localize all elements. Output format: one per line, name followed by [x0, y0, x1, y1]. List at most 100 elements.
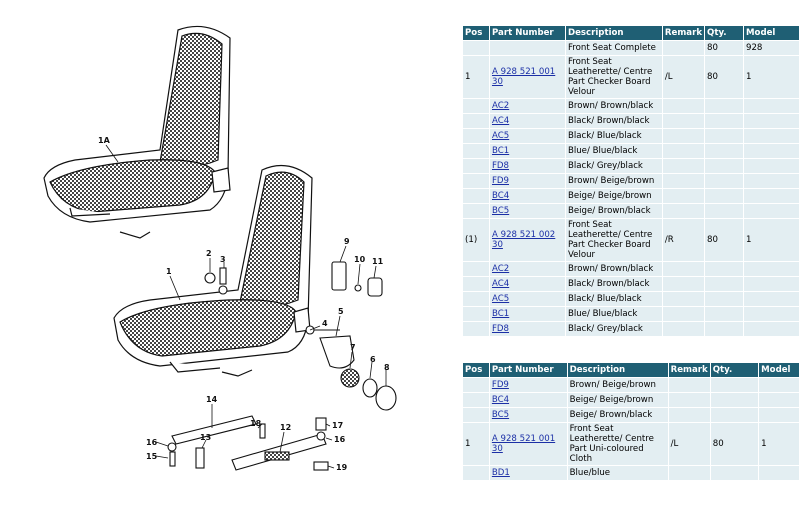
- cell-qty: [705, 174, 743, 188]
- col-header-qty: Qty.: [705, 26, 743, 40]
- cell-remark: [662, 174, 705, 188]
- part-number-link[interactable]: BC5: [491, 410, 510, 420]
- cell-remark: [662, 144, 705, 158]
- cell-model: [744, 322, 799, 336]
- cell-pos: [463, 262, 489, 276]
- cell-qty: [710, 466, 759, 480]
- cell-remark: [668, 378, 710, 392]
- cell-description: Front Seat Leatherette/ Centre Part Uni-…: [567, 423, 668, 465]
- parts-table-1: Pos Part Number Description Remark Qty. …: [462, 25, 800, 337]
- table-row: BC5 Beige/ Brown/black: [463, 204, 799, 218]
- col-header-pos: Pos: [463, 363, 489, 377]
- callout-3: 3: [220, 255, 226, 264]
- part-number-link[interactable]: FD9: [491, 176, 510, 186]
- part-number-link[interactable]: AC5: [491, 131, 510, 141]
- cell-pos: [463, 322, 489, 336]
- cell-model: [759, 378, 799, 392]
- cell-remark: [668, 466, 710, 480]
- part-number-link[interactable]: BC1: [491, 309, 510, 319]
- cell-part-number: AC2: [489, 262, 565, 276]
- cell-remark: /L: [668, 423, 710, 465]
- seat-1a-illustration: [43, 25, 231, 239]
- part-number-link[interactable]: AC4: [491, 279, 510, 289]
- cell-qty: [710, 408, 759, 422]
- part-number-link[interactable]: BD1: [491, 468, 510, 478]
- cell-pos: [463, 174, 489, 188]
- cell-description: Front Seat Leatherette/ Centre Part Chec…: [565, 56, 662, 98]
- table-row: FD9 Brown/ Beige/brown: [463, 378, 799, 392]
- callout-5: 5: [338, 307, 344, 316]
- cell-description: Blue/blue: [567, 466, 668, 480]
- cell-model: [759, 408, 799, 422]
- part-number-link[interactable]: BC1: [491, 146, 510, 156]
- part-number-link[interactable]: A 928 521 001 30: [491, 67, 556, 87]
- callout-13: 13: [200, 433, 211, 442]
- callout-15: 15: [146, 452, 158, 461]
- part-number-link[interactable]: A 928 521 002 30: [491, 230, 556, 250]
- part-number-link[interactable]: AC4: [491, 116, 510, 126]
- cell-model: [744, 99, 799, 113]
- col-header-remark: Remark: [662, 26, 705, 40]
- callout-9: 9: [344, 237, 350, 246]
- part-number-link[interactable]: A 928 521 001 30: [491, 434, 556, 454]
- cell-pos: [463, 99, 489, 113]
- part-number-link[interactable]: FD8: [491, 324, 510, 334]
- table-row: AC5 Black/ Blue/black: [463, 129, 799, 143]
- cell-part-number: BC4: [489, 189, 565, 203]
- cell-remark: [662, 99, 705, 113]
- cell-qty: [705, 144, 743, 158]
- cell-qty: [705, 159, 743, 173]
- cell-pos: [463, 189, 489, 203]
- cell-remark: [662, 204, 705, 218]
- cell-qty: [705, 189, 743, 203]
- part-number-link[interactable]: AC2: [491, 101, 510, 111]
- part-number-link[interactable]: BC5: [491, 206, 510, 216]
- part-number-link[interactable]: BC4: [491, 395, 510, 405]
- cell-model: [744, 144, 799, 158]
- cell-model: 1: [744, 219, 799, 261]
- callout-4: 4: [322, 319, 328, 328]
- callout-12: 12: [280, 423, 291, 432]
- part-number-link[interactable]: FD8: [491, 161, 510, 171]
- cell-description: Black/ Blue/black: [565, 129, 662, 143]
- cell-model: [744, 189, 799, 203]
- exploded-seat-diagram: 1A 1 2 3 4 5 6 7 8 9 10 11 12 13 14 15 1…: [43, 25, 397, 472]
- cell-part-number: BC5: [489, 204, 565, 218]
- callout-8: 8: [384, 363, 390, 372]
- col-header-part-number: Part Number: [489, 363, 567, 377]
- cell-model: [759, 466, 799, 480]
- cell-description: Blue/ Blue/black: [565, 144, 662, 158]
- cell-pos: [463, 466, 489, 480]
- callout-11: 11: [372, 257, 384, 266]
- cell-part-number: BC4: [489, 393, 567, 407]
- cell-remark: [662, 189, 705, 203]
- cell-part-number: A 928 521 001 30: [489, 423, 567, 465]
- part-number-link[interactable]: BC4: [491, 191, 510, 201]
- col-header-part-number: Part Number: [489, 26, 565, 40]
- part-number-link[interactable]: FD9: [491, 380, 509, 390]
- cell-part-number: BC1: [489, 307, 565, 321]
- callout-7: 7: [350, 343, 356, 352]
- callout-10: 10: [354, 255, 366, 264]
- cell-description: Brown/ Beige/brown: [567, 378, 668, 392]
- cell-qty: 80: [705, 219, 743, 261]
- cell-description: Beige/ Brown/black: [565, 204, 662, 218]
- cell-qty: [710, 393, 759, 407]
- cell-description: Black/ Brown/black: [565, 114, 662, 128]
- col-header-description: Description: [567, 363, 668, 377]
- part-number-link[interactable]: AC5: [491, 294, 510, 304]
- cell-remark: /L: [662, 56, 705, 98]
- table-header-row: Pos Part Number Description Remark Qty. …: [463, 26, 799, 40]
- table-header-row: Pos Part Number Description Remark Qty. …: [463, 363, 799, 377]
- cell-pos: [463, 408, 489, 422]
- cell-remark: [662, 41, 705, 55]
- part-number-link[interactable]: AC2: [491, 264, 510, 274]
- cell-description: Brown/ Beige/brown: [565, 174, 662, 188]
